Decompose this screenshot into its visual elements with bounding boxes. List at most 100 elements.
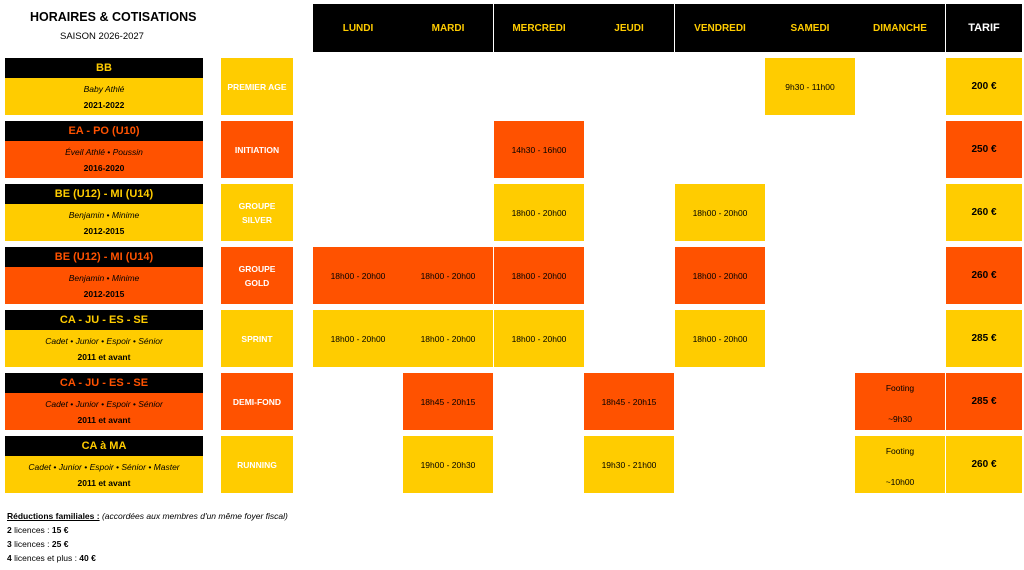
- group-name: SPRINT: [241, 332, 272, 346]
- reductions-section: Réductions familiales : (accordées aux m…: [7, 509, 288, 565]
- category-years: 2016-2020: [83, 162, 125, 173]
- category-subtitle: Benjamin • Minime: [68, 209, 140, 220]
- group-name-line: GROUPE: [238, 263, 276, 274]
- price-cell: 260 €: [946, 184, 1022, 241]
- day-header-lundi: LUNDI: [313, 4, 403, 52]
- group-name: RUNNING: [237, 458, 277, 472]
- group-label: SPRINT: [221, 310, 293, 367]
- schedule-slot-mardi: 18h00 - 20h00: [403, 310, 493, 367]
- schedule-slot-mardi: 18h45 - 20h15: [403, 373, 493, 430]
- category-subtitle: Benjamin • Minime: [68, 272, 140, 283]
- reductions-title: Réductions familiales :: [7, 511, 100, 521]
- schedule-slot-line: Footing: [885, 446, 915, 456]
- group-label: GROUPE SILVER: [221, 184, 293, 241]
- day-header-jeudi: JEUDI: [584, 4, 674, 52]
- reduction-count: 2: [7, 525, 12, 535]
- schedule-slot-lundi: 18h00 - 20h00: [313, 247, 403, 304]
- price-cell: 250 €: [946, 121, 1022, 178]
- price-cell: 260 €: [946, 247, 1022, 304]
- category-block: BE (U12) - MI (U14) Benjamin • Minime 2012…: [5, 184, 203, 241]
- schedule-slot-line: ~9h30: [888, 414, 912, 424]
- schedule-slot-mercredi: 14h30 - 16h00: [494, 121, 584, 178]
- day-header-dimanche: DIMANCHE: [855, 4, 945, 52]
- category-details: Baby Athlé 2021-2022: [5, 78, 203, 115]
- schedule-slot-lundi: 18h00 - 20h00: [313, 310, 403, 367]
- price-cell: 260 €: [946, 436, 1022, 493]
- reduction-label: licences :: [11, 525, 52, 535]
- season-label: SAISON 2026-2027: [60, 31, 144, 42]
- schedule-slot-vendredi: 18h00 - 20h00: [675, 310, 765, 367]
- page-title: HORAIRES & COTISATIONS: [30, 10, 197, 24]
- category-block: BB Baby Athlé 2021-2022: [5, 58, 203, 115]
- schedule-slot-mercredi: 18h00 - 20h00: [494, 247, 584, 304]
- reduction-label: licences :: [11, 539, 52, 549]
- group-label: PREMIER AGE: [221, 58, 293, 115]
- category-years: 2012-2015: [83, 225, 125, 236]
- category-years: 2011 et avant: [77, 351, 131, 362]
- group-label: INITIATION: [221, 121, 293, 178]
- schedule-slot-line: ~10h00: [885, 477, 915, 487]
- category-block: BE (U12) - MI (U14) Benjamin • Minime 2012…: [5, 247, 203, 304]
- reduction-count: 4: [7, 553, 12, 563]
- category-subtitle: Éveil Athlé • Poussin: [65, 146, 143, 157]
- schedule-slot-dimanche: Footing ~10h00: [855, 436, 945, 493]
- group-name-line: SPRINT: [241, 333, 273, 344]
- day-header-vendredi: VENDREDI: [675, 4, 765, 52]
- category-details: Benjamin • Minime 2012-2015: [5, 204, 203, 241]
- tarif-header: TARIF: [946, 4, 1022, 52]
- category-code: BB: [5, 58, 203, 78]
- category-code: BE (U12) - MI (U14): [5, 247, 203, 267]
- group-label: RUNNING: [221, 436, 293, 493]
- group-name-line: GROUPE: [238, 200, 276, 211]
- reduction-count: 3: [7, 539, 12, 549]
- category-code: BE (U12) - MI (U14): [5, 184, 203, 204]
- category-code: CA - JU - ES - SE: [5, 310, 203, 330]
- schedule-slot-line: Footing: [885, 383, 915, 393]
- category-code: CA à MA: [5, 436, 203, 456]
- group-label: DEMI-FOND: [221, 373, 293, 430]
- category-years: 2021-2022: [83, 99, 125, 110]
- category-years: 2011 et avant: [77, 477, 131, 488]
- reduction-item: 2 licences : 15 €: [7, 523, 288, 537]
- group-name-line: DEMI-FOND: [232, 396, 282, 407]
- category-subtitle: Cadet • Junior • Espoir • Sénior • Maste…: [28, 461, 180, 472]
- category-subtitle: Baby Athlé: [83, 83, 125, 94]
- group-name-line: INITIATION: [234, 144, 280, 155]
- category-details: Cadet • Junior • Espoir • Sénior 2011 et …: [5, 330, 203, 367]
- category-code: CA - JU - ES - SE: [5, 373, 203, 393]
- group-name: GROUPE SILVER: [239, 199, 276, 227]
- reduction-item: 4 licences et plus : 40 €: [7, 551, 288, 565]
- group-name-line: PREMIER AGE: [227, 81, 287, 92]
- group-name-line: RUNNING: [237, 459, 277, 470]
- reduction-item: 3 licences : 25 €: [7, 537, 288, 551]
- price-cell: 285 €: [946, 310, 1022, 367]
- schedule-slot-mardi: 19h00 - 20h30: [403, 436, 493, 493]
- price-cell: 200 €: [946, 58, 1022, 115]
- schedule-slot-jeudi: 19h30 - 21h00: [584, 436, 674, 493]
- schedule-slot-samedi: 9h30 - 11h00: [765, 58, 855, 115]
- day-header-mardi: MARDI: [403, 4, 493, 52]
- category-subtitle: Cadet • Junior • Espoir • Sénior: [45, 335, 163, 346]
- reductions-heading: Réductions familiales : (accordées aux m…: [7, 509, 288, 523]
- day-header-mercredi: MERCREDI: [494, 4, 584, 52]
- reduction-amount: 25 €: [51, 539, 69, 549]
- category-years: 2012-2015: [83, 288, 125, 299]
- group-name: INITIATION: [235, 143, 279, 157]
- category-block: CA à MA Cadet • Junior • Espoir • Sénior …: [5, 436, 203, 493]
- category-details: Cadet • Junior • Espoir • Sénior • Maste…: [5, 456, 203, 493]
- category-years: 2011 et avant: [77, 414, 131, 425]
- schedule-slot-mercredi: 18h00 - 20h00: [494, 184, 584, 241]
- schedule-slot-jeudi: 18h45 - 20h15: [584, 373, 674, 430]
- category-subtitle: Cadet • Junior • Espoir • Sénior: [45, 398, 163, 409]
- group-name-line: SILVER: [241, 214, 273, 225]
- group-name: PREMIER AGE: [227, 80, 286, 94]
- schedule-slot-dimanche: Footing ~9h30: [855, 373, 945, 430]
- reduction-amount: 40 €: [79, 553, 96, 563]
- category-details: Éveil Athlé • Poussin 2016-2020: [5, 141, 203, 178]
- category-details: Cadet • Junior • Espoir • Sénior 2011 et …: [5, 393, 203, 430]
- price-cell: 285 €: [946, 373, 1022, 430]
